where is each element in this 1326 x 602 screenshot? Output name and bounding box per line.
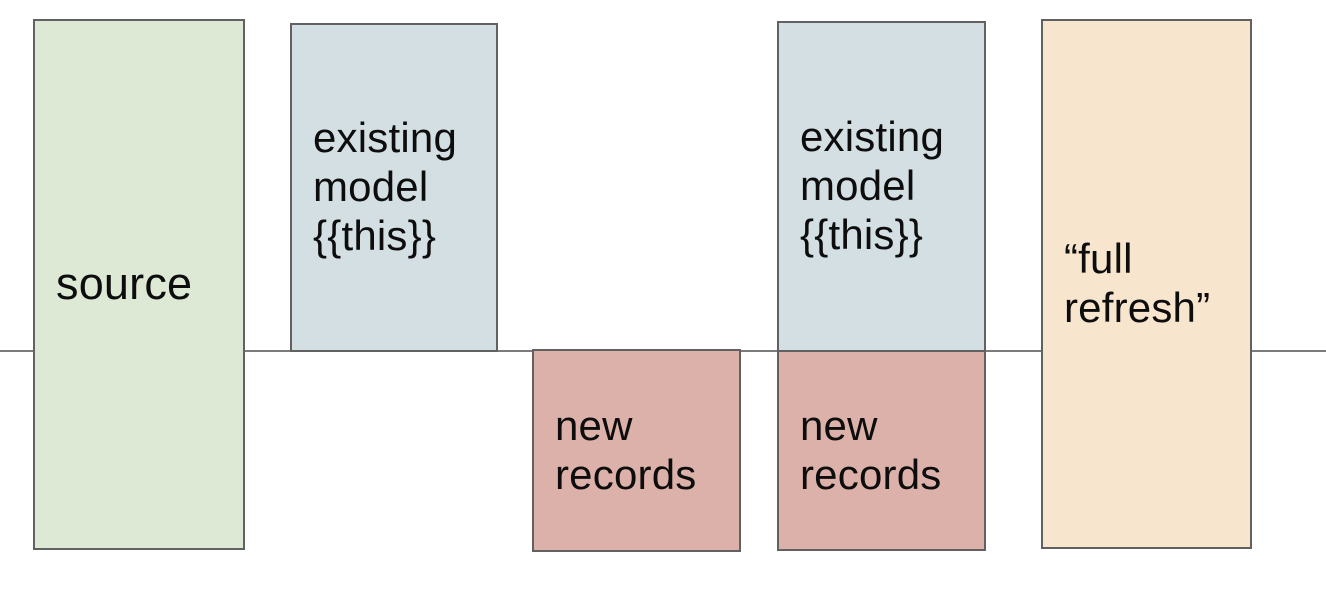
box-source-label: source xyxy=(56,258,193,310)
box-full-refresh-label: “full refresh” xyxy=(1064,235,1211,331)
box-existing-model-right: existing model {{this}} xyxy=(777,21,986,352)
box-new-records-right-label: new records xyxy=(800,401,942,498)
box-existing-model-left: existing model {{this}} xyxy=(290,23,498,352)
box-existing-model-left-label: existing model {{this}} xyxy=(313,114,458,259)
box-full-refresh: “full refresh” xyxy=(1041,19,1252,549)
box-new-records-right: new records xyxy=(777,350,986,551)
box-source: source xyxy=(33,19,245,550)
box-existing-model-right-label: existing model {{this}} xyxy=(800,113,945,258)
box-new-records-left-label: new records xyxy=(555,401,697,498)
box-new-records-left: new records xyxy=(532,349,741,552)
